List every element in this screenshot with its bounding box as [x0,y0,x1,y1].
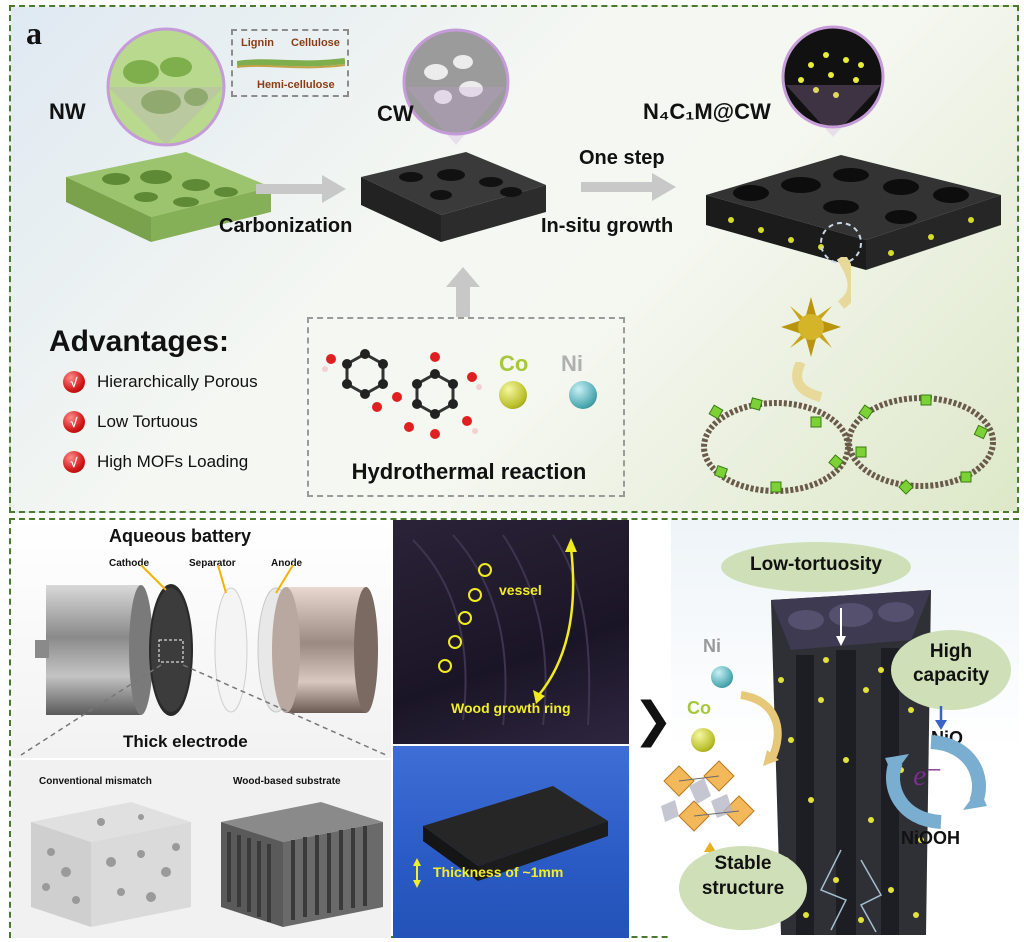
carbonization-label: Carbonization [219,215,353,237]
advantage-label: Low Tortuous [97,412,198,431]
redox-cycle-graphic [885,735,987,829]
cellulose-label: Cellulose [291,37,340,49]
cw-label: CW [377,101,414,126]
low-tortuosity-bubble [721,542,911,592]
ligand-molecules-graphic [322,349,482,439]
hydrothermal-box: Co Ni Hydrothermal reaction [307,317,625,497]
wood-growth-rings-graphic [412,534,591,726]
mof-crystal-graphic [661,760,755,832]
product-label: N₄C₁M@CW [643,99,771,124]
growth-ring-label: Wood growth ring [451,700,571,716]
wood-substrate-label: Wood-based substrate [233,776,341,787]
panel-a-letter: a [26,15,42,51]
ni-sphere [569,381,597,409]
thick-electrode-label: Thick electrode [123,732,248,751]
co-label: Co [499,351,529,376]
carbonized-wood-illustration [361,28,546,242]
nw-label: NW [49,99,86,124]
co-sphere-b [691,728,715,752]
conventional-label: Conventional mismatch [39,776,152,787]
lignocellulose-inset: Lignin Cellulose Hemi-cellulose [231,29,349,97]
thickness-label: Thickness of ~1mm [433,864,564,880]
stable-structure-bubble [679,846,807,930]
zoom-lines [20,664,387,756]
thickness-photo: Thickness of ~1mm [393,746,629,938]
stable-structure-label: Stable structure [701,853,785,899]
electrode-slab-graphic [413,786,608,888]
co-sphere [499,381,527,409]
ni-label-b: Ni [703,636,721,656]
co-label-b: Co [687,698,711,718]
curved-arrow-to-framework [792,362,823,402]
arrow-cw-to-product [581,173,676,201]
low-tortuosity-label: Low-tortuosity [750,554,882,575]
electron-label: e⁻ [913,759,943,792]
advantage-label: Hierarchically Porous [97,372,258,391]
hydrothermal-label: Hydrothermal reaction [351,459,587,484]
anode-label: Anode [271,558,303,569]
vessel-label: vessel [499,582,542,598]
cathode-label: Cathode [109,558,149,569]
battery-exploded-view [35,565,378,716]
substrate-blocks-graphic [31,802,383,927]
natural-wood-illustration [66,27,271,242]
one-step-label: One step [579,147,665,169]
check-icon: √ [63,451,85,473]
separator-label: Separator [189,558,236,569]
curved-arrow-to-mof [740,691,782,766]
advantage-label: High MOFs Loading [97,452,249,471]
insitu-growth-label: In-situ growth [541,215,674,237]
advantage-item: √ High MOFs Loading [63,451,248,473]
chevron-right-icon: ❯ [633,694,674,747]
hemicellulose-label: Hemi-cellulose [257,79,335,91]
high-capacity-label: High capacity [912,641,990,686]
mof-coated-wood-illustration [706,25,1001,270]
mof-framework-graphic [701,394,996,495]
niooh-label: NiOOH [901,828,961,848]
fiber-strand-graphic [237,58,345,69]
advantage-item: √ Low Tortuous [63,411,198,433]
check-icon: √ [63,371,85,393]
arrow-down-icon [935,706,947,730]
wood-photo: vessel Wood growth ring [393,520,629,744]
ni-label: Ni [561,351,583,376]
arrow-up-to-cw [446,267,480,317]
mof-particle-graphic [781,257,851,357]
advantage-item: √ Hierarchically Porous [63,371,258,393]
panel-a: a NW Lignin Cellulose [9,5,1019,513]
arrow-nw-to-cw [256,175,346,203]
panel-b: b Aqueous battery Cathode Separator Anod… [9,518,1019,938]
check-icon: √ [63,411,85,433]
advantages-title: Advantages: [49,325,230,358]
ni-sphere-b [711,666,733,688]
aqueous-battery-title: Aqueous battery [109,526,252,546]
high-capacity-bubble [891,630,1011,710]
lignin-label: Lignin [241,37,274,49]
